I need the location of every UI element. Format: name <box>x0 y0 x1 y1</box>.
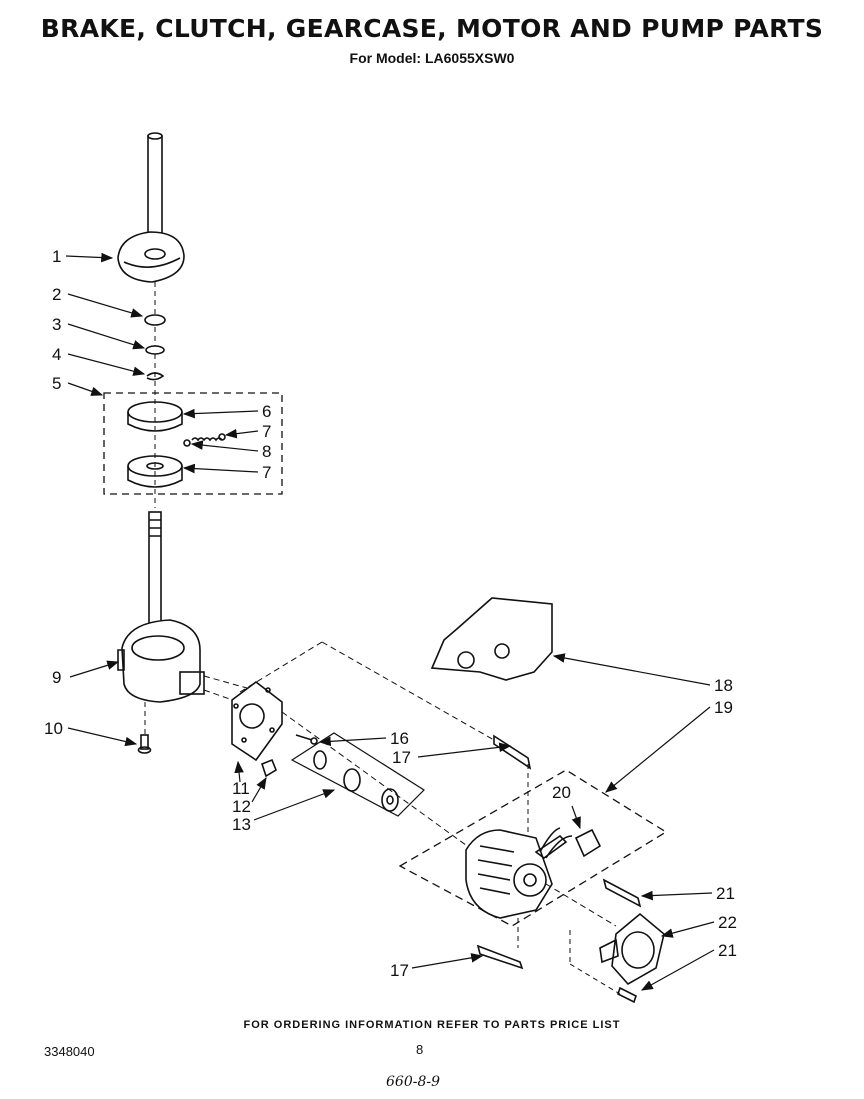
handwritten-note: 660-8-9 <box>386 1074 440 1090</box>
callout-5: 5 <box>52 374 61 393</box>
model-subtitle: For Model: LA6055XSW0 <box>349 50 515 66</box>
callout-21-upper: 21 <box>716 884 735 903</box>
ordering-note: FOR ORDERING INFORMATION REFER TO PARTS … <box>243 1019 621 1031</box>
part-brake-band <box>127 401 183 432</box>
callout-18: 18 <box>714 676 733 695</box>
callout-3: 3 <box>52 315 61 334</box>
callout-2: 2 <box>52 285 61 304</box>
part-spring-washer <box>145 345 165 355</box>
part-pin-upper <box>493 734 532 770</box>
part-retaining-ring <box>146 372 165 381</box>
callout-16: 16 <box>390 729 409 748</box>
callout-17-upper: 17 <box>392 748 411 767</box>
callout-22: 22 <box>718 913 737 932</box>
part-clip-lower <box>617 986 637 1004</box>
part-clip-upper <box>602 878 642 908</box>
callout-6: 6 <box>262 402 271 421</box>
callout-10: 10 <box>44 719 63 738</box>
callout-8: 8 <box>262 442 271 461</box>
part-nut <box>261 758 277 778</box>
callout-9: 9 <box>52 668 61 687</box>
part-brake-disc <box>127 455 183 488</box>
part-gearcase <box>117 619 205 703</box>
callout-20: 20 <box>552 783 571 802</box>
part-brake-cam <box>117 231 185 283</box>
part-pin-lower <box>476 944 524 970</box>
part-gasket <box>430 597 553 681</box>
document-number: 3348040 <box>44 1044 95 1059</box>
part-pump <box>599 912 665 986</box>
callout-7-lower: 7 <box>262 463 271 482</box>
part-screw <box>295 734 318 745</box>
part-washer <box>144 314 166 326</box>
page-number: 8 <box>416 1042 424 1057</box>
callout-7-upper: 7 <box>262 422 271 441</box>
callout-19: 19 <box>714 698 733 717</box>
callout-1: 1 <box>52 247 61 266</box>
callout-17-lower: 17 <box>390 961 409 980</box>
part-spring <box>183 433 226 447</box>
callout-4: 4 <box>52 345 61 364</box>
part-switch <box>574 828 602 858</box>
part-bolt <box>137 734 152 754</box>
part-mounting-plate <box>231 680 283 762</box>
part-wiring <box>539 827 573 859</box>
callout-12: 12 <box>232 797 251 816</box>
part-coupling-hub <box>313 750 399 812</box>
callout-21-lower: 21 <box>718 941 737 960</box>
part-motor <box>465 829 568 919</box>
callout-13: 13 <box>232 815 251 834</box>
brake-assembly-box <box>103 392 283 495</box>
page-title: BRAKE, CLUTCH, GEARCASE, MOTOR AND PUMP … <box>40 14 824 43</box>
callout-11: 11 <box>232 779 250 798</box>
part-shaft-upper <box>147 132 163 249</box>
